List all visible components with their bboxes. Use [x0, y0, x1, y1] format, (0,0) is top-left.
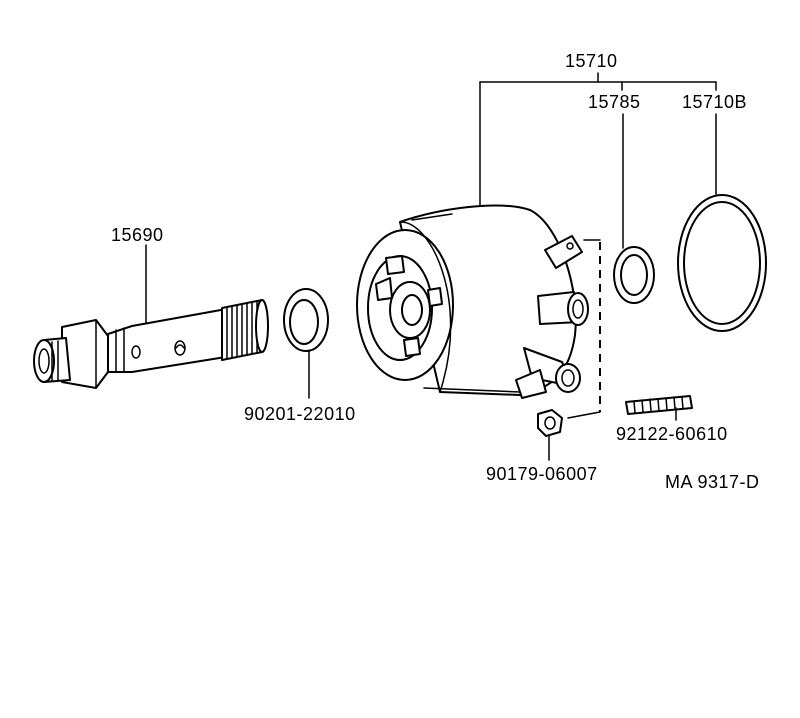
stud-leader: [567, 239, 601, 419]
nut-part: [537, 409, 563, 461]
label-o-ring: 15710B: [682, 92, 748, 112]
gasket-part: [613, 246, 655, 304]
assembly-bracket: [479, 72, 717, 249]
relief-valve-part: [33, 244, 269, 389]
o-ring-part: [677, 194, 767, 332]
washer-part: [283, 288, 329, 399]
label-relief-valve: 15690: [111, 225, 164, 245]
label-oil-cooler-assy: 15710: [565, 51, 618, 71]
stud-bolt-part: [625, 395, 693, 421]
label-stud-bolt: 92122-60610: [616, 424, 728, 444]
label-figure-ref: MA 9317-D: [665, 472, 760, 492]
label-nut: 90179-06007: [486, 464, 598, 484]
label-washer: 90201-22010: [244, 404, 356, 424]
oil-cooler-part: [356, 204, 589, 399]
label-gasket: 15785: [588, 92, 641, 112]
